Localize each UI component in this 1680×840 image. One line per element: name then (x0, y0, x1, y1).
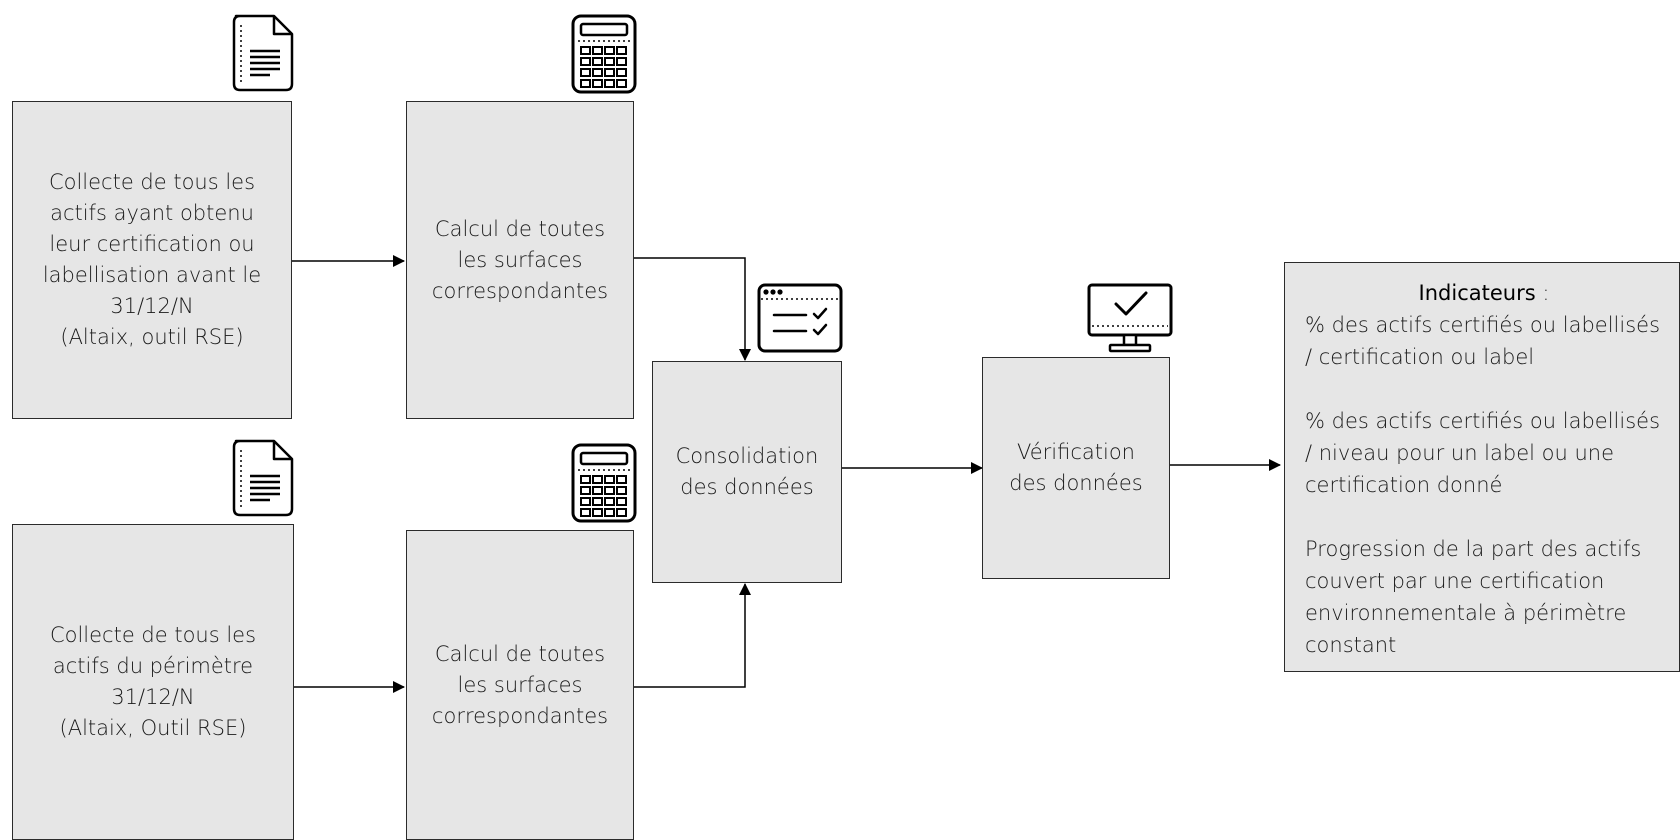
calc-bottom-box: Calcul de toutes les surfaces correspond… (406, 530, 634, 840)
calc-bottom-text: Calcul de toutes les surfaces correspond… (431, 641, 609, 728)
verification-text: Vérification des données (1009, 440, 1143, 495)
document-icon (232, 14, 294, 92)
indicators-title: Indicateurs : (1418, 281, 1550, 305)
collect-perimeter-box: Collecte de tous les actifs du périmètre… (12, 524, 294, 840)
monitor-check-icon (1087, 283, 1173, 353)
collect-perimeter-text: Collecte de tous les actifs du périmètre… (49, 623, 257, 740)
consolidation-text: Consolidation des données (675, 444, 819, 499)
document-icon (232, 439, 294, 517)
arrow-calc-top-to-consolidation (634, 257, 751, 361)
consolidation-box: Consolidation des données (652, 361, 842, 583)
verification-box: Vérification des données (982, 357, 1170, 579)
indicator-item: Progression de la part des actifs couver… (1305, 537, 1642, 657)
indicator-item: % des actifs certifiés ou labellisés / n… (1305, 409, 1661, 497)
calculator-icon (571, 14, 637, 94)
calculator-icon (571, 443, 637, 523)
collect-certified-box: Collecte de tous les actifs ayant obtenu… (12, 101, 292, 419)
indicator-item: % des actifs certifiés ou labellisés / c… (1305, 313, 1661, 369)
calc-top-box: Calcul de toutes les surfaces correspond… (406, 101, 634, 419)
calc-top-text: Calcul de toutes les surfaces correspond… (431, 216, 609, 303)
arrow-calc-bottom-to-consolidation (634, 583, 751, 688)
collect-certified-text: Collecte de tous les actifs ayant obtenu… (42, 170, 262, 349)
indicators-box: Indicateurs : % des actifs certifiés ou … (1284, 262, 1680, 672)
checklist-window-icon (757, 283, 843, 353)
